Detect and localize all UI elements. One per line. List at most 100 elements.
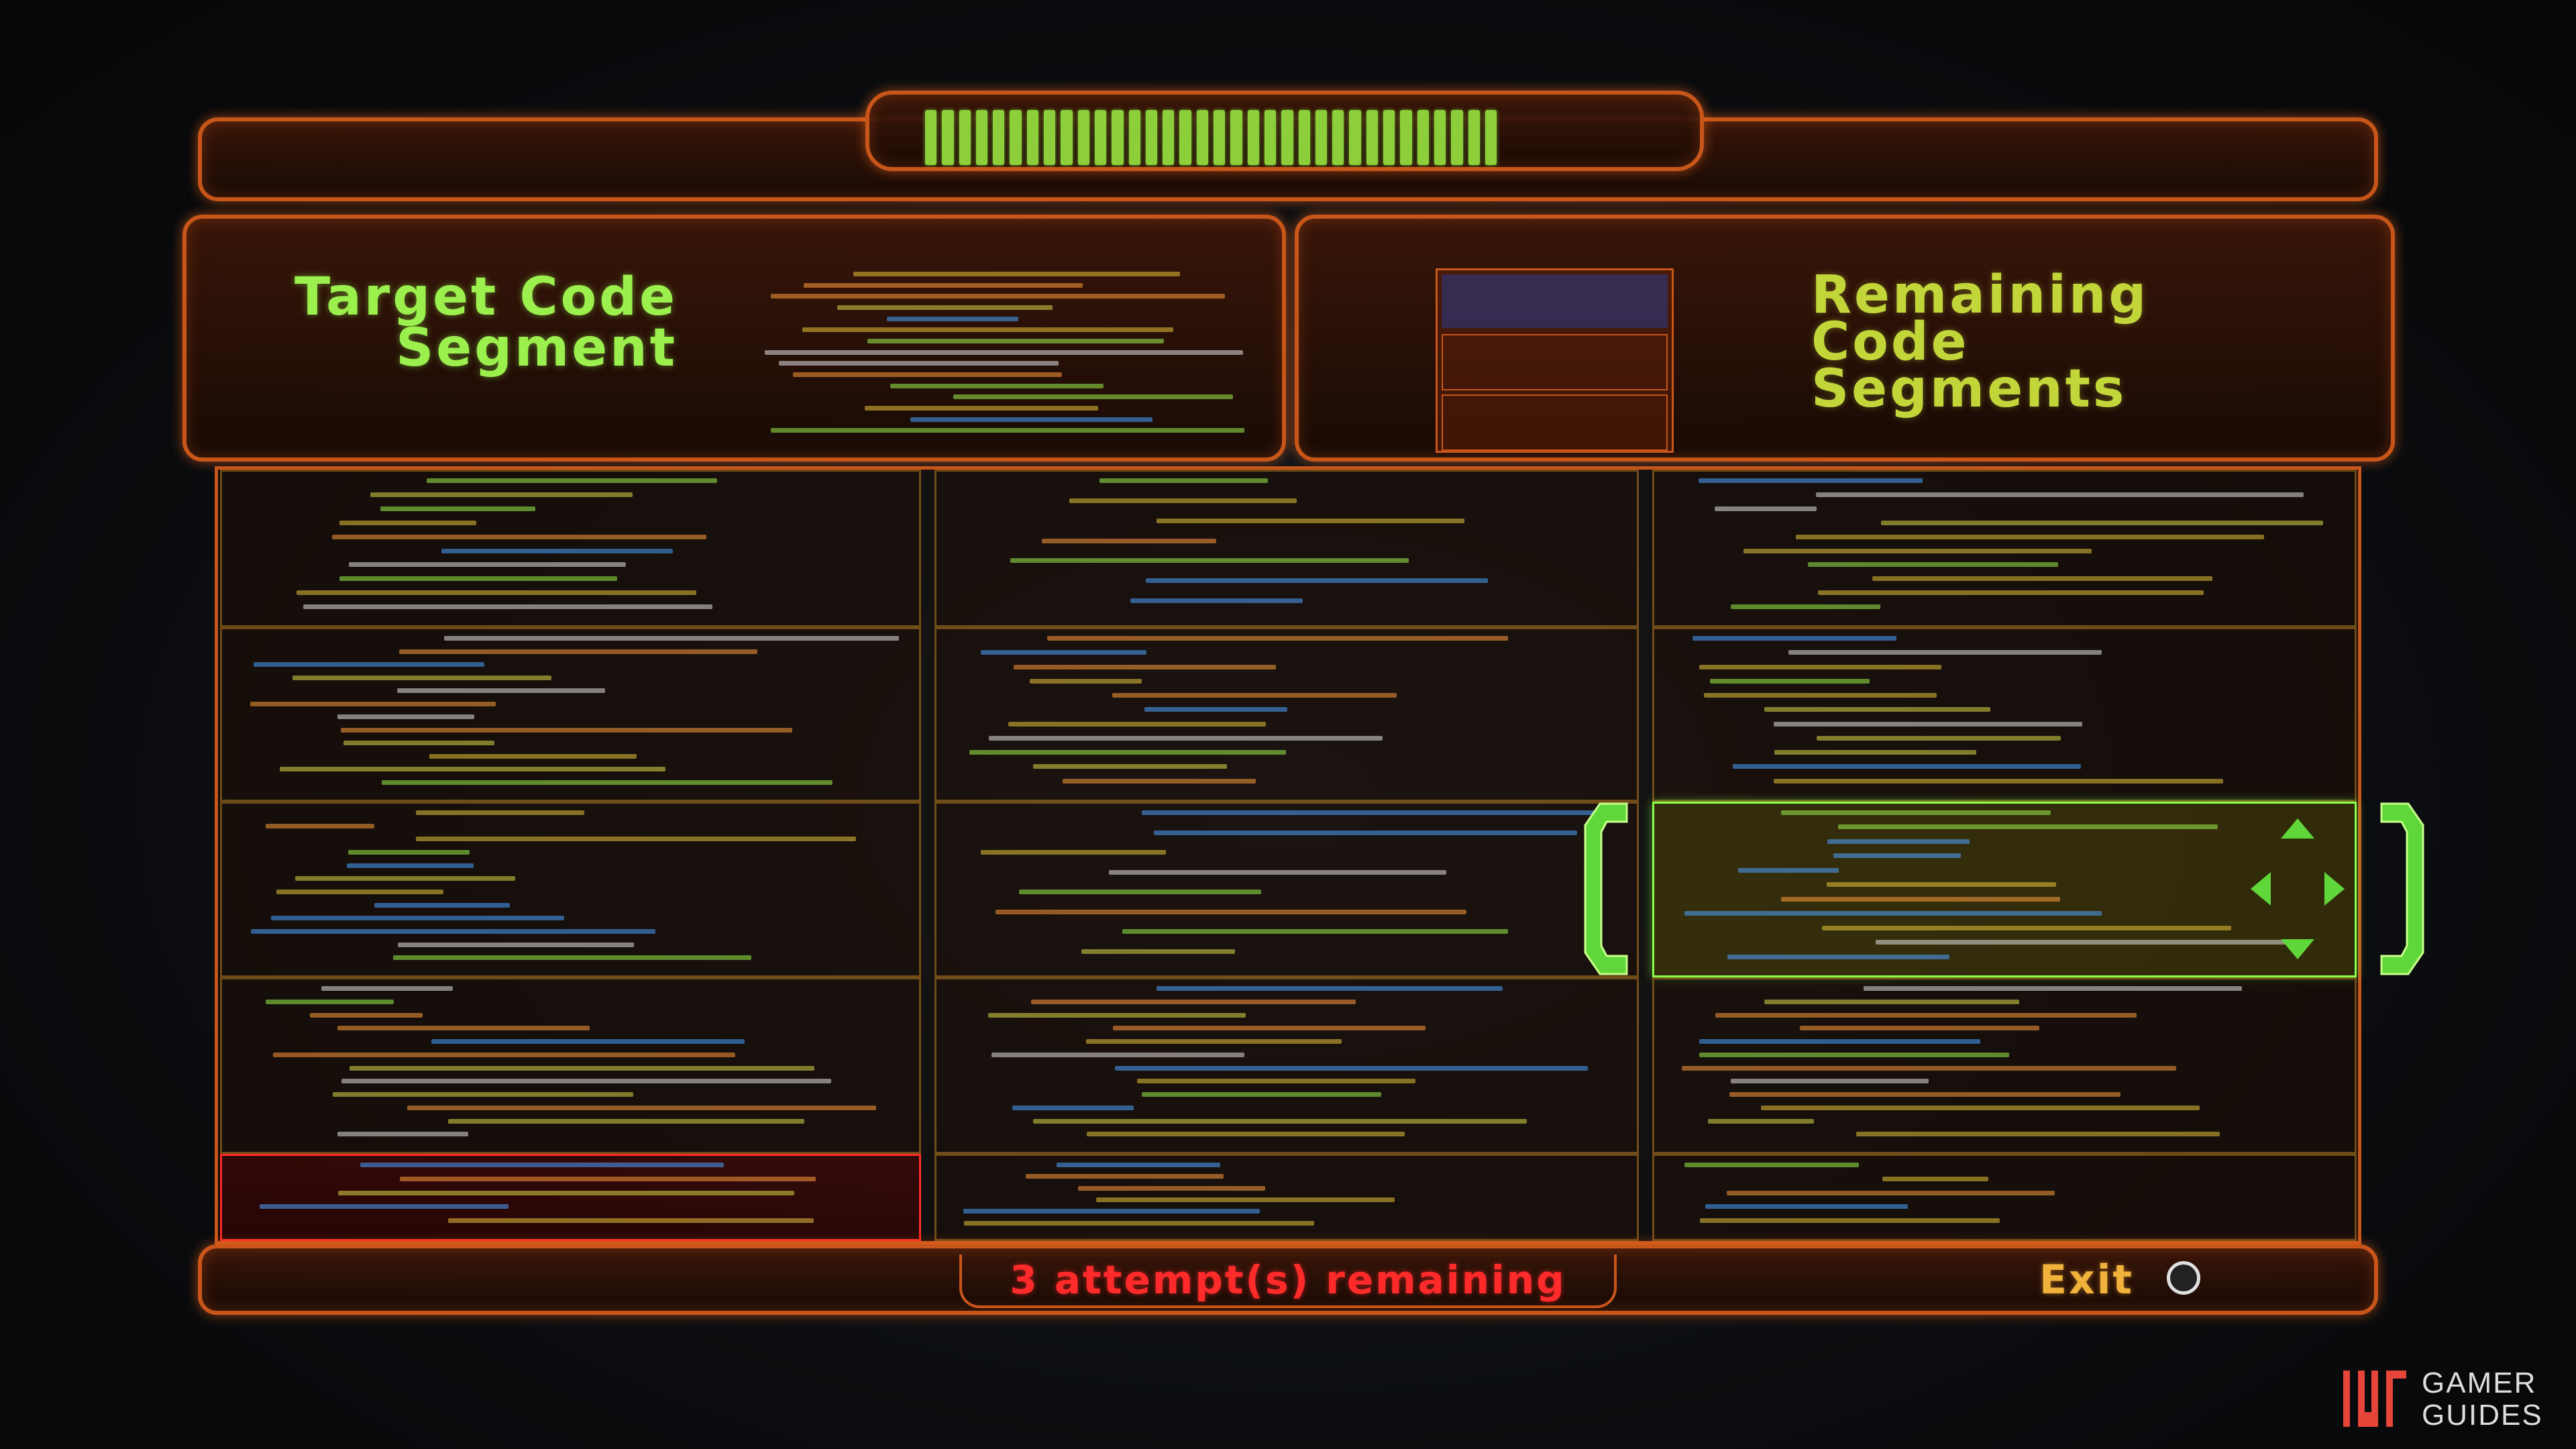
progress-segment [959, 110, 971, 165]
code-line [431, 1039, 745, 1044]
code-line [1010, 558, 1409, 564]
code-line [1856, 1132, 2220, 1137]
code-cell[interactable] [1652, 470, 2357, 627]
progress-segment [1179, 110, 1191, 165]
code-line [347, 863, 474, 868]
code-cell[interactable] [934, 977, 1639, 1154]
code-line [1047, 636, 1508, 641]
code-line [1087, 1132, 1405, 1137]
remaining-preview [1436, 268, 1674, 453]
remaining-title-line3: Segments [1811, 359, 2127, 419]
gamer-guides-logo: GAMER GUIDES [2331, 1358, 2566, 1439]
code-cell[interactable] [934, 1154, 1639, 1241]
progress-segment [1061, 110, 1073, 165]
code-line [1875, 940, 2298, 945]
code-cell-failed[interactable] [220, 1154, 921, 1241]
code-cell[interactable] [220, 470, 921, 627]
code-line [1816, 492, 2304, 497]
code-line [1774, 721, 2082, 727]
code-cell[interactable] [1652, 1154, 2357, 1241]
progress-segment [1077, 110, 1089, 165]
exit-button[interactable]: Exit [2039, 1253, 2214, 1307]
code-line [1086, 1039, 1342, 1044]
code-cell[interactable] [220, 627, 921, 802]
code-line [890, 383, 1104, 388]
code-line [339, 520, 477, 525]
code-cell-selected[interactable] [1652, 802, 2357, 977]
code-line [1774, 750, 1977, 755]
code-line [429, 753, 637, 759]
code-lines [728, 265, 1278, 446]
code-line [963, 1209, 1260, 1214]
code-line [427, 478, 717, 483]
code-line [250, 929, 656, 934]
code-line [254, 662, 485, 667]
code-line [1144, 707, 1287, 712]
code-line [779, 361, 1059, 366]
code-line [332, 1092, 634, 1097]
progress-segment [1247, 110, 1259, 165]
code-cell[interactable] [934, 627, 1639, 802]
code-line [250, 701, 496, 706]
code-line [1142, 1092, 1382, 1097]
progress-segment [1128, 110, 1140, 165]
remaining-title: Remaining Code Segments [1811, 265, 2214, 419]
progress-segment [1281, 110, 1293, 165]
progress-segment [1349, 110, 1361, 165]
code-cell[interactable] [220, 977, 921, 1154]
footer-frame [198, 1244, 2378, 1315]
target-title: Target Code Segment [241, 271, 678, 374]
bracket-right-icon [2375, 798, 2428, 979]
code-line [765, 350, 1244, 355]
code-line [1684, 1163, 1860, 1167]
code-line [360, 1163, 724, 1167]
code-line [416, 837, 857, 842]
code-line [348, 850, 470, 855]
code-line [1703, 693, 1937, 698]
progress-segment [1383, 110, 1395, 165]
code-line [1130, 598, 1303, 604]
remaining-title-line1: Remaining [1811, 265, 2149, 325]
code-line [1800, 1026, 2040, 1031]
progress-segment [1094, 110, 1107, 165]
progress-segment [942, 110, 954, 165]
logo-text-gamer: GAMER [2422, 1366, 2537, 1399]
code-line [770, 428, 1244, 433]
code-line [321, 986, 453, 991]
progress-segment [1010, 110, 1022, 165]
code-cell[interactable] [1652, 977, 2357, 1154]
code-line [348, 562, 627, 568]
code-line [865, 406, 1099, 411]
code-line [280, 767, 665, 771]
code-line [1008, 721, 1266, 727]
code-line [837, 305, 1053, 310]
code-line [1708, 1118, 1814, 1124]
code-cell[interactable] [934, 802, 1639, 977]
code-line [273, 1052, 736, 1057]
code-line [867, 339, 1165, 343]
code-cell[interactable] [1652, 627, 2357, 802]
progress-segment [1315, 110, 1328, 165]
code-cell[interactable] [934, 470, 1639, 627]
code-cell[interactable] [220, 802, 921, 977]
code-line [1881, 520, 2324, 525]
code-line [1156, 518, 1464, 523]
code-line [292, 675, 551, 680]
code-line [1705, 1204, 1908, 1210]
code-line [1014, 664, 1277, 669]
code-line [337, 1132, 469, 1137]
code-line [995, 909, 1466, 914]
code-line [1781, 896, 2060, 902]
code-line [447, 1118, 805, 1124]
code-line [1699, 1218, 2000, 1224]
code-line [1062, 778, 1256, 784]
code-line [341, 1079, 831, 1084]
code-line [370, 492, 633, 497]
code-line [770, 294, 1225, 299]
code-line [1056, 1163, 1220, 1167]
code-line [1732, 764, 2081, 769]
code-line [1693, 636, 1897, 641]
code-line [270, 916, 564, 921]
dpad-arrows-icon[interactable] [2247, 815, 2348, 963]
code-line [407, 1105, 877, 1110]
